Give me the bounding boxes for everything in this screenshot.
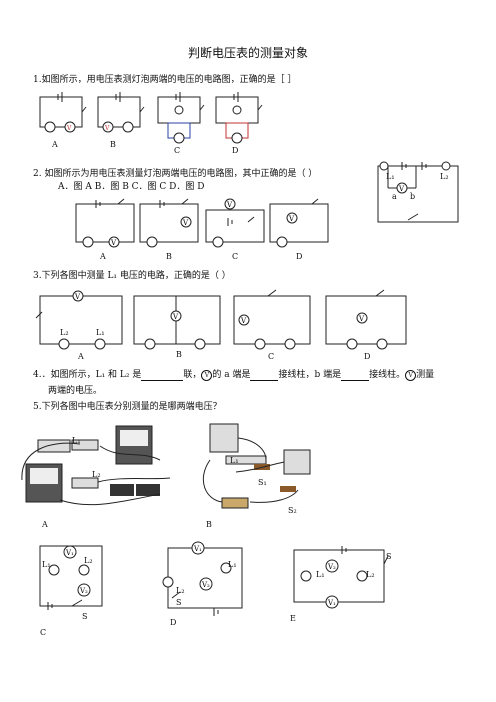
q2-side-circuit: V — [377, 161, 459, 223]
page-title: 判断电压表的测量对象 — [187, 46, 308, 60]
question-1-text: 1.如图所示，用电压表测灯泡两端的电压的电路图，正确的是［ ］ — [33, 75, 297, 85]
q5-label-b: B — [206, 520, 212, 529]
q4-part3: 联， — [183, 370, 202, 380]
svg-text:V: V — [66, 125, 72, 132]
q2-circuit-b: V — [139, 198, 199, 248]
q2-label-b: B — [166, 252, 172, 261]
q5-e-s: S — [386, 552, 392, 561]
q4-part2: L₁ 和 L₂ 是 — [95, 370, 142, 380]
svg-text:V: V — [74, 293, 81, 301]
q4-part5: 接线柱，b 端是 — [278, 370, 342, 380]
question-2-text: 2. 如图所示为用电压表测量灯泡两端电压的电路图，其中正确的是（ ） — [33, 169, 318, 179]
q1-circuit-a: V — [39, 92, 87, 133]
q1-circuits: V V — [39, 92, 263, 144]
svg-text:V₁: V₁ — [327, 599, 336, 607]
q5-label-d: D — [170, 618, 177, 627]
q3-label-a: A — [78, 352, 84, 361]
q5-b-l1: L₁ — [230, 456, 239, 465]
q3-label-l2: L₂ — [60, 328, 69, 337]
svg-text:V: V — [398, 185, 405, 193]
q3-label-d: D — [364, 352, 371, 361]
q5-d-l2: L₂ — [176, 586, 185, 595]
svg-text:V₁: V₁ — [193, 545, 202, 553]
q5-c-l2: L₂ — [84, 556, 93, 565]
q1-label-a: A — [52, 140, 58, 149]
voltmeter-icon: V — [405, 370, 417, 381]
q3-label-l1: L₁ — [96, 328, 105, 337]
q5-c-l1: L₁ — [42, 560, 51, 569]
q3-circuit-c: V — [233, 289, 311, 350]
q4-part1: 4.．如图所示， — [33, 370, 96, 380]
q2-label-d: D — [296, 252, 303, 261]
q3-label-b: B — [176, 350, 182, 359]
q3-circuits: V V V V — [35, 289, 407, 350]
q5-b-s1: S₁ — [258, 478, 267, 487]
svg-text:V: V — [226, 201, 233, 209]
q2-side-label-l1: L₁ — [386, 172, 395, 181]
q4-blank-2 — [250, 371, 279, 381]
svg-text:V₂: V₂ — [327, 563, 336, 571]
q5-b-s2: S₂ — [288, 506, 297, 515]
q3-label-c: C — [268, 352, 275, 361]
q4-blank-3 — [341, 371, 370, 381]
svg-text:V: V — [240, 317, 247, 325]
question-2-choices: A．图 A B．图 B C．图 C D．图 D — [58, 182, 205, 192]
q5-d-s: S — [176, 598, 182, 607]
q3-circuit-a: V — [35, 290, 123, 350]
q3-circuit-b: V — [133, 295, 221, 350]
q1-label-d: D — [232, 146, 239, 155]
q1-circuit-d — [215, 92, 263, 144]
q5-circuit-e: V₂ V₁ — [293, 546, 389, 609]
q4-part4: 的 a 端是 — [212, 370, 251, 380]
q5-a-l1: L₁ — [72, 436, 81, 445]
q1-circuit-b: V — [97, 92, 145, 133]
q5-d-l1: L₁ — [228, 560, 237, 569]
q2-side-label-l2: L₂ — [440, 172, 449, 181]
svg-text:V₂: V₂ — [201, 581, 210, 589]
q2-circuit-c: V — [205, 198, 265, 248]
q3-circuit-d: V — [325, 289, 407, 350]
q5-circuit-c: V₁ V₂ — [39, 545, 103, 610]
q2-circuit-a: V — [75, 198, 135, 248]
q5-apparatus-b — [202, 423, 311, 509]
q5-a-l2: L₂ — [92, 470, 101, 479]
q1-label-b: B — [110, 140, 116, 149]
svg-text:V: V — [358, 315, 365, 323]
question-5-text: 5.下列各图中电压表分别测量的是哪两端电压？ — [33, 402, 222, 412]
svg-text:V: V — [172, 313, 179, 321]
q5-e-l2: L₂ — [366, 570, 375, 579]
q2-label-a: A — [100, 252, 106, 261]
svg-text:V: V — [182, 219, 189, 227]
q2-circuits: V V V V — [75, 198, 329, 248]
q5-c-s: S — [82, 612, 88, 621]
q5-circuit-d: V₁ V₂ — [162, 541, 243, 616]
q5-apparatus-a — [21, 425, 171, 506]
q5-label-a: A — [42, 520, 48, 529]
q5-e-l1: L₁ — [316, 570, 325, 579]
svg-text:V: V — [110, 239, 117, 247]
question-3-text: 3.下列各图中测量 L₁ 电压的电路，正确的是（ ） — [33, 271, 231, 281]
q2-label-c: C — [232, 252, 239, 261]
svg-text:V₁: V₁ — [65, 549, 74, 557]
q2-side-label-a: a — [392, 192, 397, 201]
q5-label-c: C — [40, 628, 47, 637]
q5-label-e: E — [290, 614, 296, 623]
svg-text:V: V — [288, 215, 295, 223]
q2-side-label-b: b — [410, 192, 416, 201]
q1-circuit-c — [157, 92, 205, 144]
q1-label-c: C — [174, 146, 181, 155]
voltmeter-icon: V — [201, 370, 213, 381]
svg-text:V: V — [104, 125, 110, 132]
q4-part7: 测量 — [416, 370, 435, 380]
svg-text:V₂: V₂ — [79, 587, 88, 595]
q4-part6: 接线柱。 — [369, 370, 406, 380]
q2-circuit-d: V — [269, 198, 329, 248]
q4-blank-1 — [141, 371, 184, 381]
q4-line2: 两端的电压。 — [48, 386, 103, 396]
